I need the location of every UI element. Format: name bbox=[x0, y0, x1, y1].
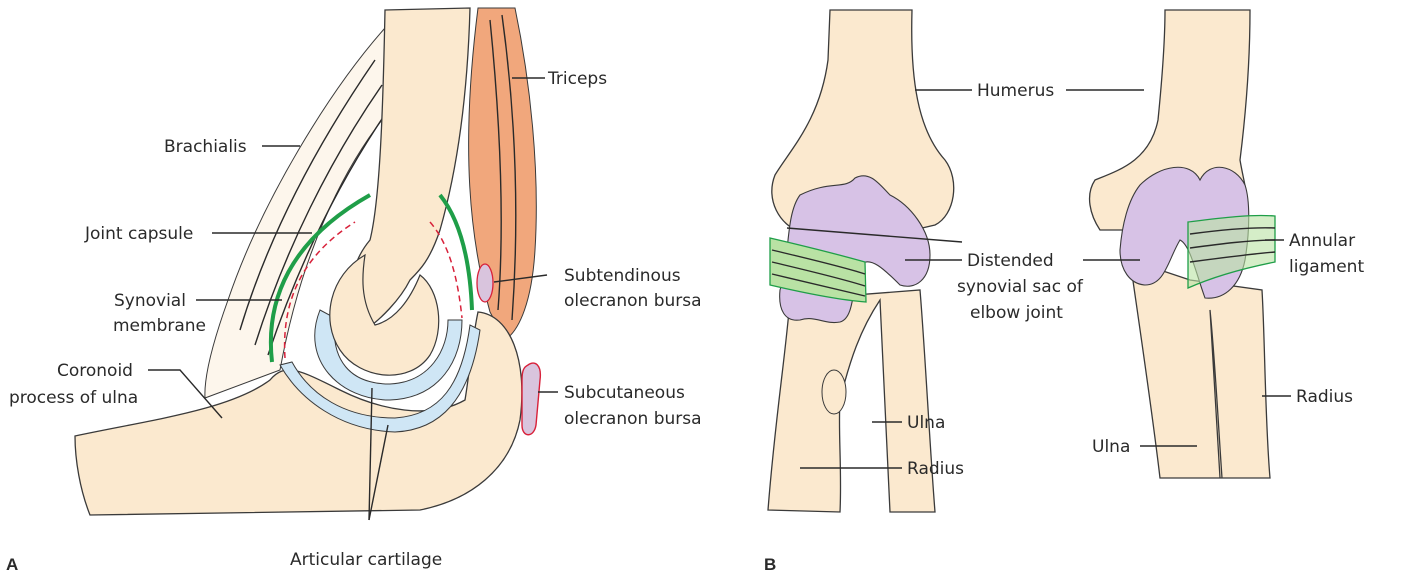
label-distended-line2: synovial sac of bbox=[957, 277, 1084, 297]
panel-b-left-diagram bbox=[768, 10, 954, 512]
label-ulna-right: Ulna bbox=[1092, 437, 1130, 457]
label-brachialis: Brachialis bbox=[164, 137, 247, 157]
panel-a-diagram bbox=[75, 8, 558, 520]
label-triceps: Triceps bbox=[547, 69, 607, 89]
label-ulna-left: Ulna bbox=[907, 413, 945, 433]
label-synovial-line2: membrane bbox=[113, 316, 206, 336]
label-distended-line1: Distended bbox=[967, 251, 1054, 271]
label-distended-line3: elbow joint bbox=[970, 303, 1063, 323]
label-synovial-line1: Synovial bbox=[114, 291, 186, 311]
radial-tubercle-b-left bbox=[822, 370, 846, 414]
label-radius-left: Radius bbox=[907, 459, 964, 479]
label-subtendinous-line1: Subtendinous bbox=[564, 266, 681, 286]
label-coronoid-line2: process of ulna bbox=[9, 388, 138, 408]
label-subcutaneous-line1: Subcutaneous bbox=[564, 383, 685, 403]
label-humerus: Humerus bbox=[977, 81, 1054, 101]
subcutaneous-bursa bbox=[522, 363, 540, 435]
label-annular-line1: Annular bbox=[1289, 231, 1355, 251]
label-coronoid-line1: Coronoid bbox=[57, 361, 133, 381]
label-subcutaneous-line2: olecranon bursa bbox=[564, 409, 702, 429]
panel-b-right-diagram bbox=[1090, 10, 1275, 478]
subtendinous-bursa bbox=[477, 264, 493, 302]
label-subtendinous-line2: olecranon bursa bbox=[564, 291, 702, 311]
label-joint-capsule: Joint capsule bbox=[84, 224, 193, 244]
label-annular-line2: ligament bbox=[1289, 257, 1364, 277]
label-articular-cartilage: Articular cartilage bbox=[290, 550, 442, 570]
panel-label-a: A bbox=[6, 555, 18, 574]
panel-label-b: B bbox=[764, 555, 776, 574]
label-radius-right: Radius bbox=[1296, 387, 1353, 407]
